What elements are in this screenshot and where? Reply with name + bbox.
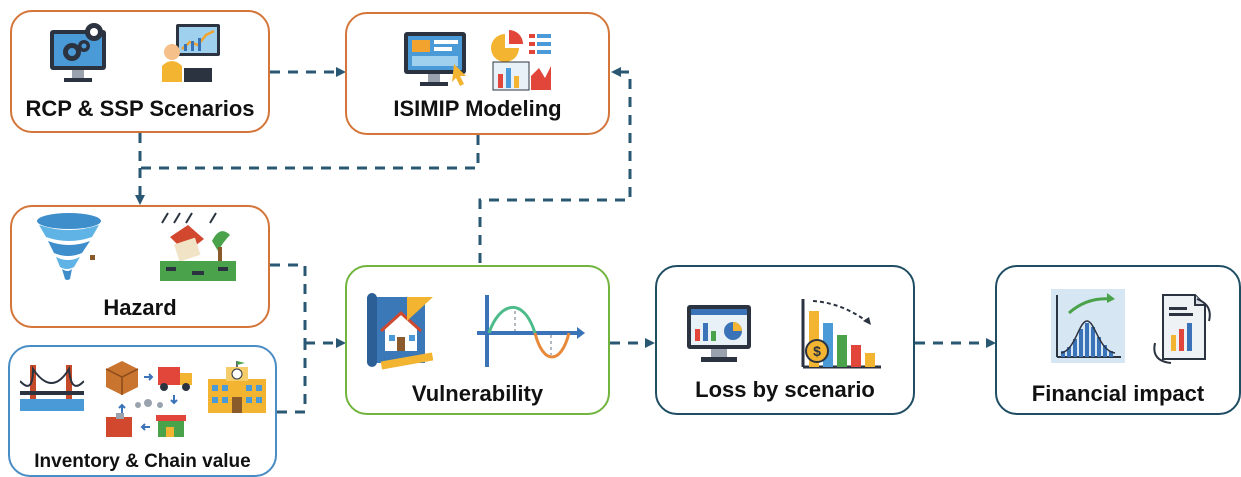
computer-gears-icon xyxy=(50,23,106,82)
analytics-monitor-icon xyxy=(687,305,751,362)
declining-bars-icon: $ xyxy=(801,299,881,369)
node-inventory-chain-value: Inventory & Chain value xyxy=(8,345,277,477)
node-label: Vulnerability xyxy=(411,381,544,406)
node-label: Inventory & Chain value xyxy=(34,451,251,472)
node-label: Financial impact xyxy=(1031,381,1205,406)
node-rcp-ssp-scenarios: RCP & SSP Scenarios xyxy=(10,10,270,133)
supply-chain-icon xyxy=(105,361,192,437)
bridge-icon xyxy=(20,365,84,411)
node-label: Hazard xyxy=(103,295,177,320)
curve-graph-icon xyxy=(477,295,585,367)
svg-text:$: $ xyxy=(813,343,821,359)
node-vulnerability: Vulnerability xyxy=(345,265,610,415)
charts-icon xyxy=(491,30,551,91)
node-loss-by-scenario: $ Loss by scenario xyxy=(655,265,915,415)
node-hazard: Hazard xyxy=(10,205,270,328)
distribution-chart-icon xyxy=(1051,289,1125,363)
line-isimip-down xyxy=(140,135,480,170)
line-inventory-right xyxy=(277,343,307,414)
node-label: ISIMIP Modeling xyxy=(393,96,562,121)
node-label: RCP & SSP Scenarios xyxy=(25,96,255,121)
building-icon xyxy=(208,361,266,413)
node-isimip-modeling: ISIMIP Modeling xyxy=(345,12,610,135)
node-label: Loss by scenario xyxy=(695,377,875,402)
blueprint-house-icon xyxy=(367,293,434,370)
tornado-icon xyxy=(37,213,101,280)
arrow-feedback-to-isimip xyxy=(478,67,632,263)
monitor-dashboard-icon xyxy=(404,32,466,86)
storm-damage-icon xyxy=(160,212,236,281)
line-hazard-right xyxy=(270,263,307,343)
analyst-chart-icon xyxy=(162,24,220,82)
node-financial-impact: Financial impact xyxy=(995,265,1241,415)
report-icon xyxy=(1153,294,1211,364)
